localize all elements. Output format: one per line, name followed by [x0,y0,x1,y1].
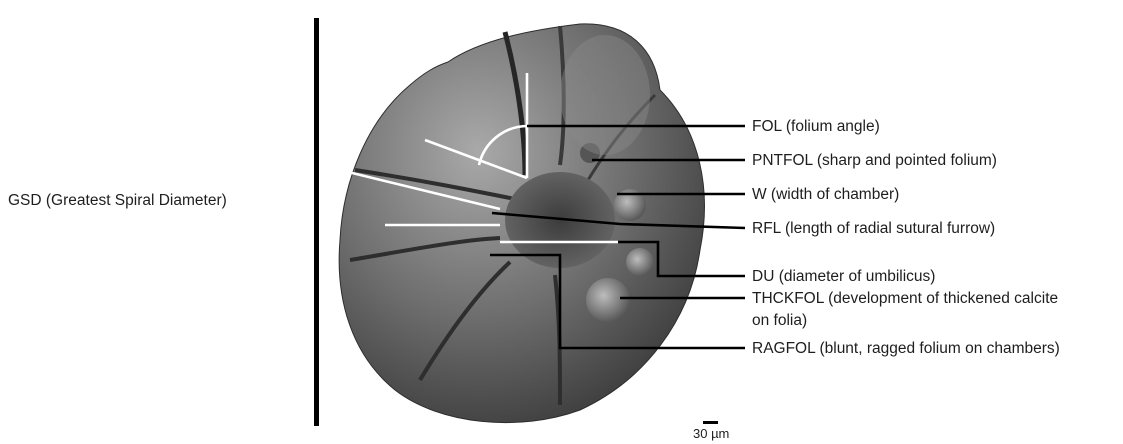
scale-bar [703,421,718,424]
label-du: DU (diameter of umbilicus) [752,266,935,287]
label-thckfol-cont: on folia) [752,310,807,331]
specimen-image [339,24,704,423]
label-fol: FOL (folium angle) [752,116,880,137]
scale-bar-label: 30 µm [693,426,729,441]
label-ragfol: RAGFOL (blunt, ragged folium on chambers… [752,338,1060,359]
gsd-label: GSD (Greatest Spiral Diameter) [8,190,227,211]
label-pntfol: PNTFOL (sharp and pointed folium) [752,150,997,171]
gsd-bar [314,18,319,426]
label-rfl: RFL (length of radial sutural furrow) [752,218,995,239]
label-w: W (width of chamber) [752,184,899,205]
label-thckfol: THCKFOL (development of thickened calcit… [752,288,1058,309]
